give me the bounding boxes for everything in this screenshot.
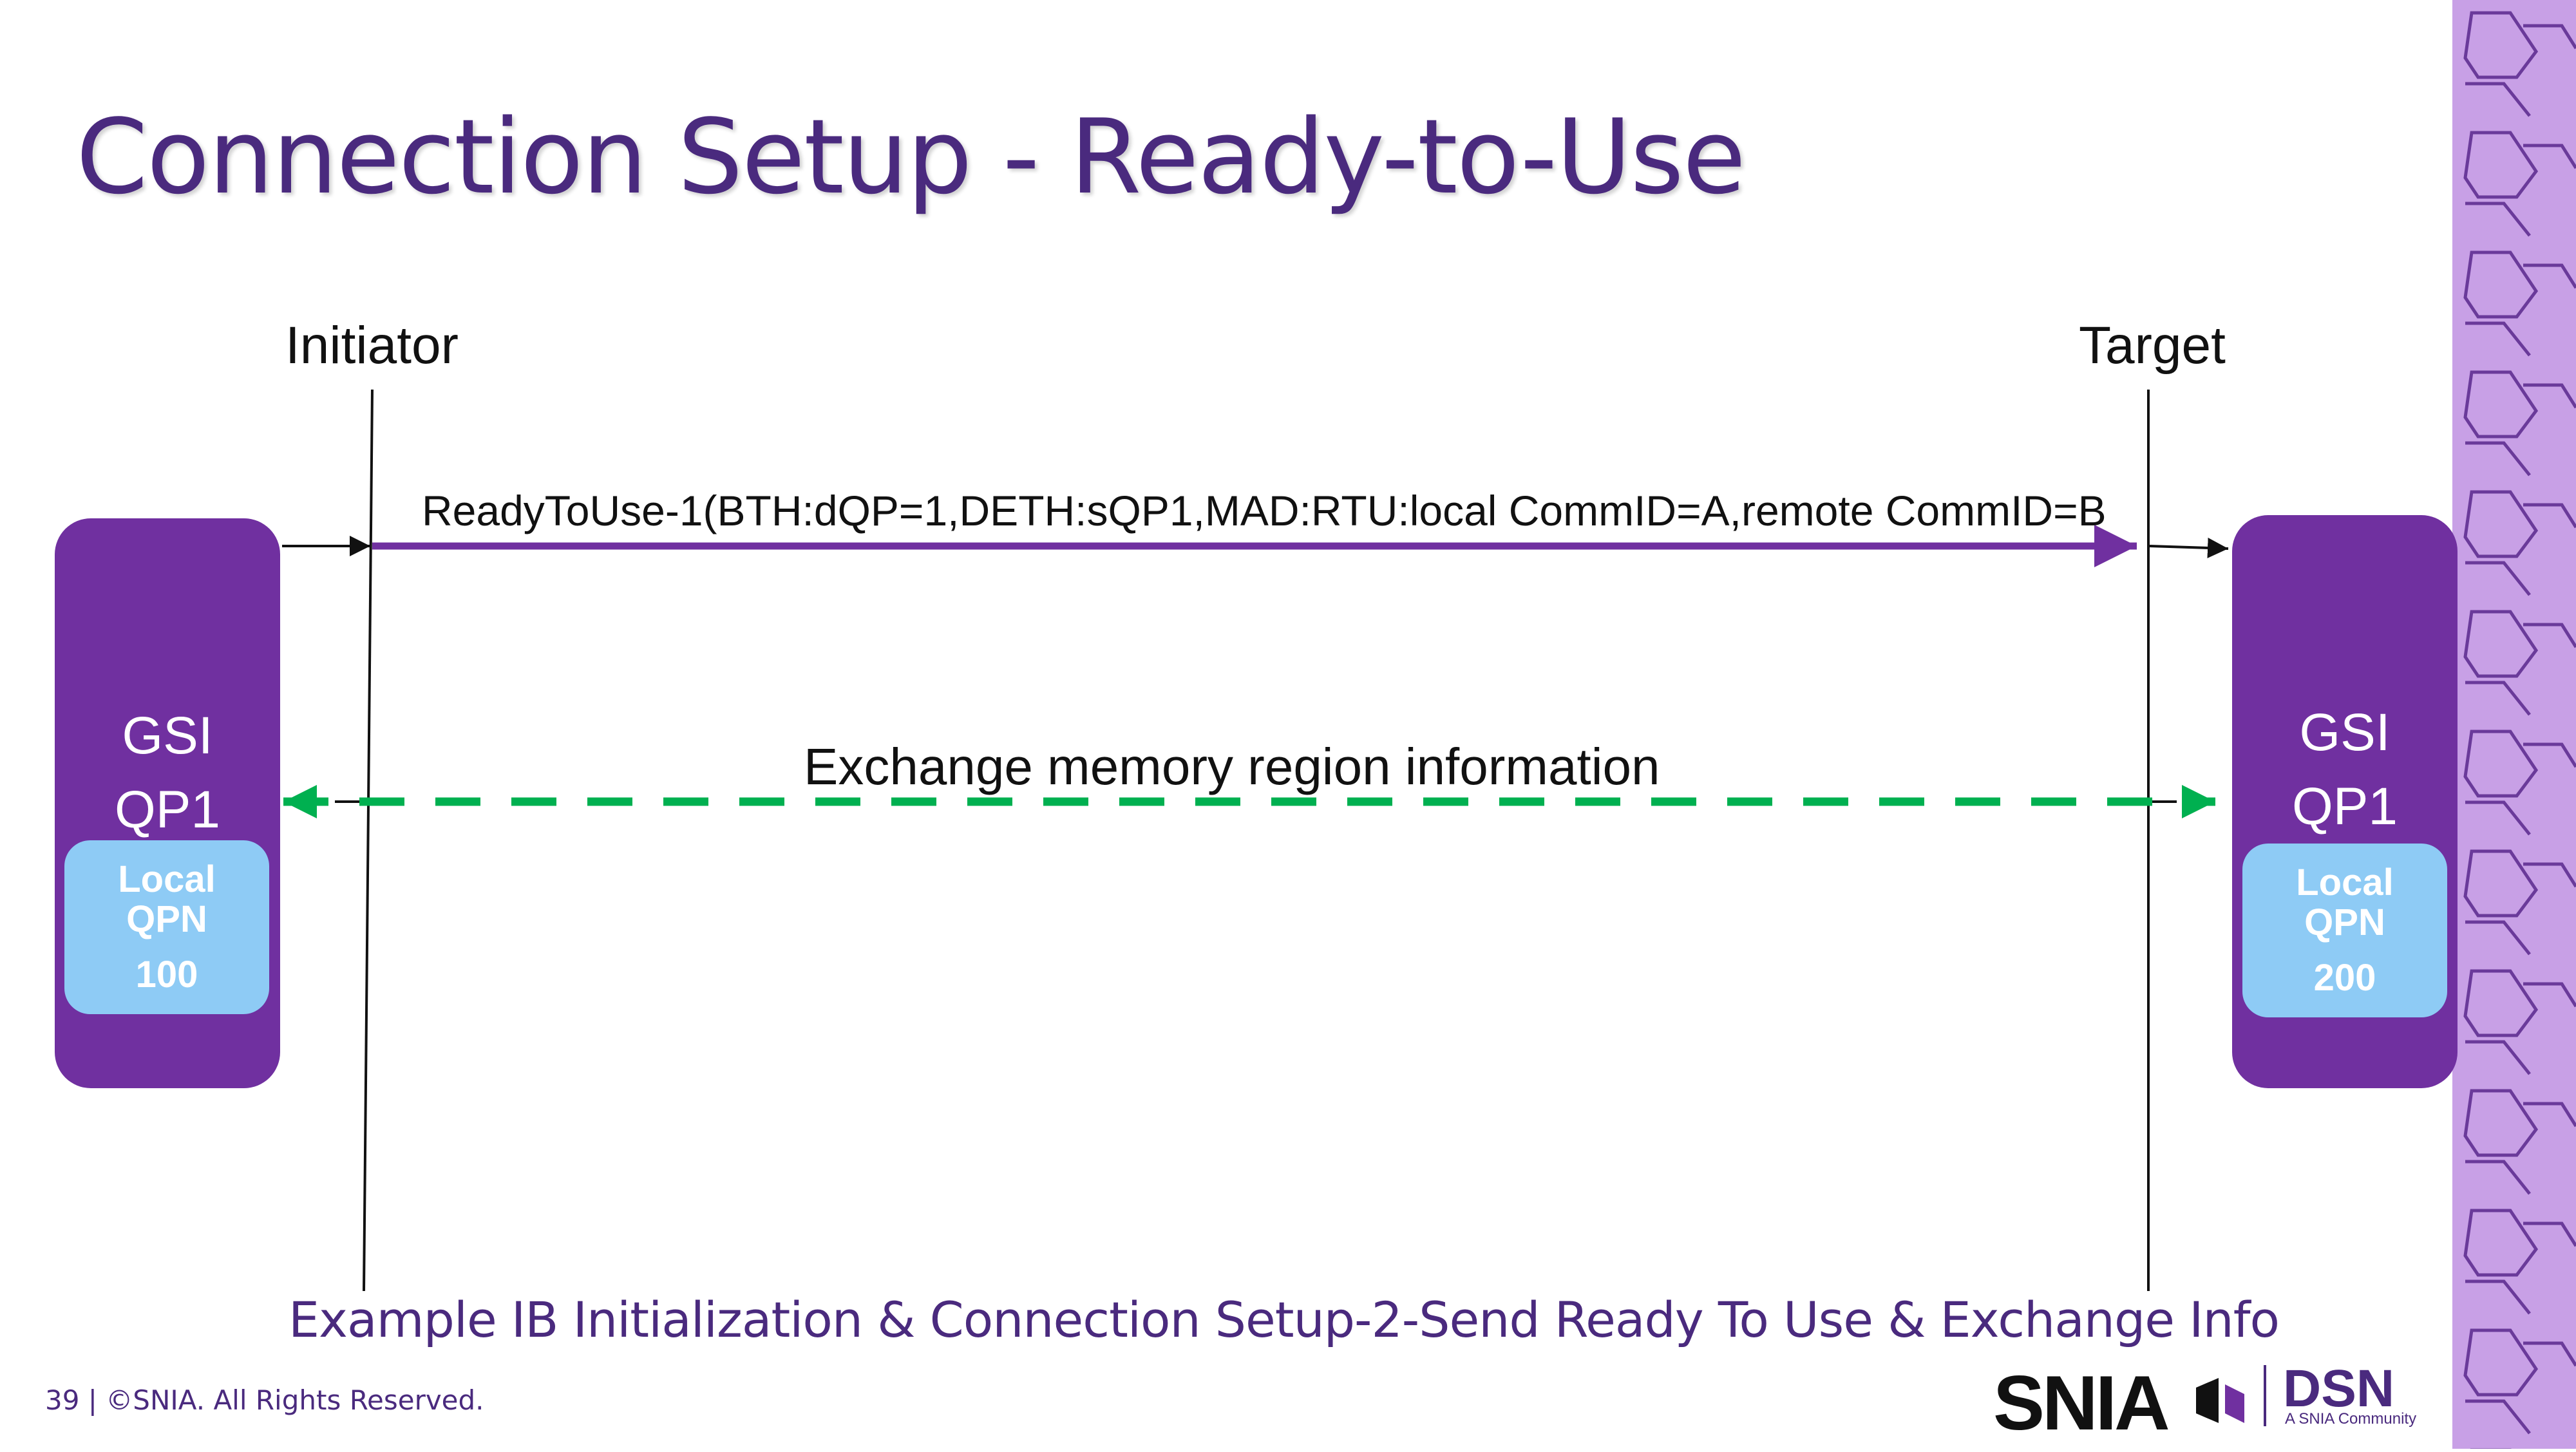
initiator-qpn-label2: QPN (126, 898, 207, 940)
slide-footer: 39 | ©SNIA. All Rights Reserved. (45, 1384, 484, 1416)
initiator-label: Initiator (285, 316, 459, 375)
pattern-chevrons-icon (2452, 0, 2576, 1449)
initiator-lifeline (363, 389, 374, 1292)
slide-title: Connection Setup - Ready-to-Use (76, 97, 1746, 217)
target-qpn-value: 200 (2313, 957, 2376, 999)
target-label: Target (2079, 316, 2226, 375)
initiator-local-qpn-box: Local QPN 100 (64, 840, 269, 1014)
target-qpn-label2: QPN (2304, 901, 2385, 943)
target-local-qpn-box: Local QPN 200 (2242, 844, 2447, 1017)
target-qpn-label1: Local (2296, 862, 2394, 903)
target-qp-line1: GSI (2299, 703, 2391, 762)
target-qp-line2: QP1 (2291, 777, 2398, 836)
rtu-message-label: ReadyToUse-1(BTH:dQP=1,DETH:sQP1,MAD:RTU… (422, 487, 2107, 534)
initiator-qp-box: GSI QP1 Local QPN 100 (55, 518, 280, 1088)
exchange-message-label: Exchange memory region information (804, 738, 1660, 795)
dsn-logo: DSN (2283, 1359, 2395, 1418)
dsn-logo-subtitle: A SNIA Community (2285, 1410, 2417, 1428)
initiator-qp-line1: GSI (122, 706, 213, 765)
logo-divider (2264, 1365, 2266, 1426)
snia-mark-icon (2196, 1378, 2244, 1423)
slide-caption: Example IB Initialization & Connection S… (289, 1291, 2280, 1348)
initiator-qp-line2: QP1 (114, 780, 221, 839)
initiator-qpn-value: 100 (135, 954, 198, 995)
sequence-diagram-lines (282, 389, 2229, 1292)
initiator-qpn-label1: Local (118, 858, 216, 900)
decorative-pattern-strip (2452, 0, 2576, 1449)
snia-logo: SNIA (1993, 1360, 2170, 1446)
target-qp-box: GSI QP1 Local QPN 200 (2232, 515, 2458, 1088)
right-connector-arrow (2149, 537, 2229, 558)
